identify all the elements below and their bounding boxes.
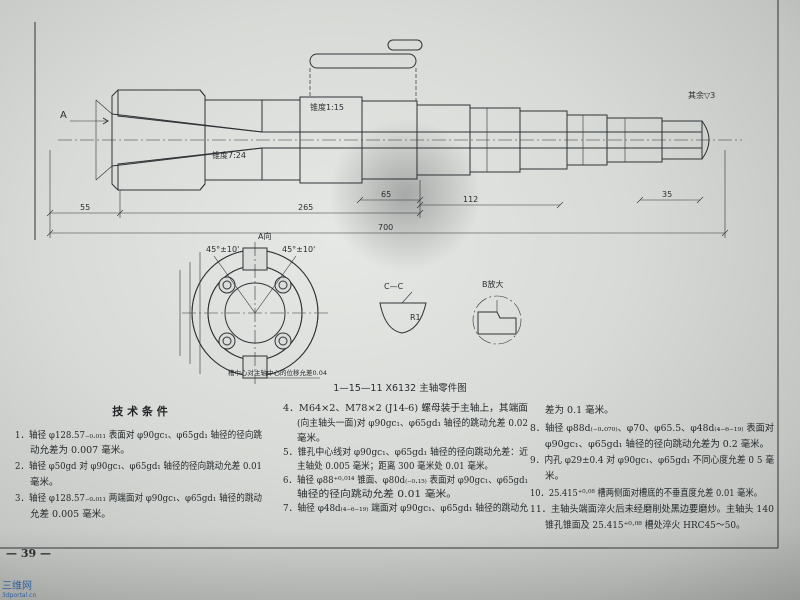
detail-b-boundary [472,295,522,345]
tech-line: 毫米。 [297,432,326,444]
nose-section-hatch-upper [117,89,263,133]
detail-b-title: B放大 [482,279,504,289]
tech-conditions-column-2: 4．M64×2、M78×2 (J14-6) 螺母装于主轴上，其端面 (向主轴头一… [283,402,528,514]
dim-35: 35 [662,190,672,199]
tech-line: 6．轴径 φ88⁺⁰·⁰¹⁴ 锥面、φ80d₍₋₀.₁₅₎ 表面对 φ90gc₁… [283,474,528,486]
section-c-c-profile [379,302,427,334]
section-c-c-leader [401,291,413,304]
tech-line: 锥孔锥面及 25.415⁺⁰·⁰⁸ 槽处淬火 HRC45～50。 [545,519,745,531]
page-frame [0,0,779,549]
dim-700: 700 [378,223,393,232]
section-c-c-title: C—C [384,282,404,291]
shaft-tail-end [701,120,710,160]
tech-line: 米。 [545,470,564,482]
dim-ticks [46,196,729,237]
tech-line: 差为 0.1 毫米。 [545,404,614,416]
dim-55: 55 [80,203,90,212]
dim-265: 265 [298,203,313,212]
tech-conditions-title: 技 术 条 件 [112,404,168,418]
tech-line: 毫米。 [30,476,59,488]
dim-112: 112 [463,195,478,204]
keyway-slot-small [387,39,423,51]
view-a-angle-right: 45°±10' [282,245,315,254]
slot-position-note: 槽中心对主轴中心的位移允差0.04 [228,368,327,377]
view-a-arrowhead [102,117,109,125]
tech-line: φ90gc₁、φ65gd₁ 轴径的径向跳动允差为 0.2 毫米。 [545,438,769,450]
tech-line: 轴径的径向跳动允差 0.01 毫米。 [297,488,457,500]
tech-line: 11．主轴头端面淬火后未经磨削处黑边要磨炒。主轴头 140 [530,503,774,515]
view-a-title: A向 [258,231,271,241]
view-a-flange-face [179,242,328,384]
section-c-c [379,291,427,334]
spindle-nose-flange [111,89,206,191]
tech-conditions-column-3: 差为 0.1 毫米。 8．轴径 φ88d₍₋₀.₀₇₀₎、φ70、φ65.5、φ… [530,404,774,531]
tech-line: (向主轴头一面)对 φ90gc₁、φ65gd₁ 轴径的跳动允差 0.02 [297,417,528,429]
nose-cone-left [95,99,113,181]
tech-line: 动允差为 0.007 毫米。 [30,444,130,456]
dim-65: 65 [381,190,391,199]
watermark-site: 3dportal.cn [2,592,36,599]
figure-caption: 1—15—11 X6132 主轴零件图 [333,382,466,394]
tech-line: 3．轴径 φ128.57₋₀.₀₁₁ 两端面对 φ90gc₁、φ65gd₁ 轴径… [15,492,262,504]
taper-7-24-note: 锥度7:24 [212,150,246,160]
bolt-hole-bottom-left-inner [222,336,232,346]
detail-b-enlarged [472,295,522,345]
tech-line: 5．锥孔中心线对 φ90gc₁、φ65gd₁ 轴径的径向跳动允差：近 [283,446,528,458]
bolt-hole-top-left [218,276,236,294]
view-a-arrow-label: A [60,110,67,121]
bolt-hole-top-left-inner [222,280,232,290]
tech-line: 2．轴径 φ50gd 对 φ90gc₁、φ65gd₁ 轴径的径向跳动允差 0.0… [15,460,262,472]
angle-line-right [254,255,297,314]
section-c-c-radius: R1 [410,313,421,322]
rest-surface-finish-note: 其余▽3 [688,90,715,100]
page-number: — 39 — [6,547,51,560]
watermark-logo: 三维网 [2,579,32,592]
tech-line: 4．M64×2、M78×2 (J14-6) 螺母装于主轴上，其端面 [283,402,528,414]
tech-line: 10．25.415⁺⁰·⁰⁸ 槽两侧面对槽底的不垂直度允差 0.01 毫米。 [530,487,762,499]
spindle-elevation-view [58,39,742,191]
bolt-hole-bottom-left [218,332,236,350]
bolt-hole-bottom-right-inner [278,336,288,346]
detail-b-profile [477,311,517,335]
angle-line-left [213,255,256,314]
tech-line: 8．轴径 φ88d₍₋₀.₀₇₀₎、φ70、φ65.5、φ48d₍₄₋₆₋₁₉₎… [530,422,774,434]
bolt-hole-top-right-inner [278,280,288,290]
bolt-hole-bottom-right [274,332,292,350]
dimension-lines [46,150,729,238]
tech-line: 主轴处 0.005 毫米；距离 300 毫米处 0.01 毫米。 [297,460,493,472]
wall-section-hatch-2 [519,110,568,133]
shaft-step-9 [661,120,703,160]
tech-conditions-column-1: 1．轴径 φ128.57₋₀.₀₁₁ 表面对 φ90gc₁、φ65gd₁ 轴径的… [15,429,262,520]
bolt-hole-top-right [274,276,292,294]
taper-bore-7-24 [111,113,263,167]
view-a-angle-left: 45°±10' [206,245,239,254]
tech-line: 9．内孔 φ29±0.4 对 φ90gc₁、φ65gd₁ 不同心度允差 0 5 … [530,454,774,466]
keyway-slot-detail [309,53,417,69]
tech-line: 7．轴径 φ48d₍₄₋₆₋₁₉₎ 端面对 φ90gc₁、φ65gd₁ 轴径的跳… [283,502,528,514]
taper-1-15-note: 锥度1:15 [310,102,344,112]
tech-line: 允差 0.005 毫米。 [30,508,111,520]
tech-line: 1．轴径 φ128.57₋₀.₀₁₁ 表面对 φ90gc₁、φ65gd₁ 轴径的… [15,429,262,441]
